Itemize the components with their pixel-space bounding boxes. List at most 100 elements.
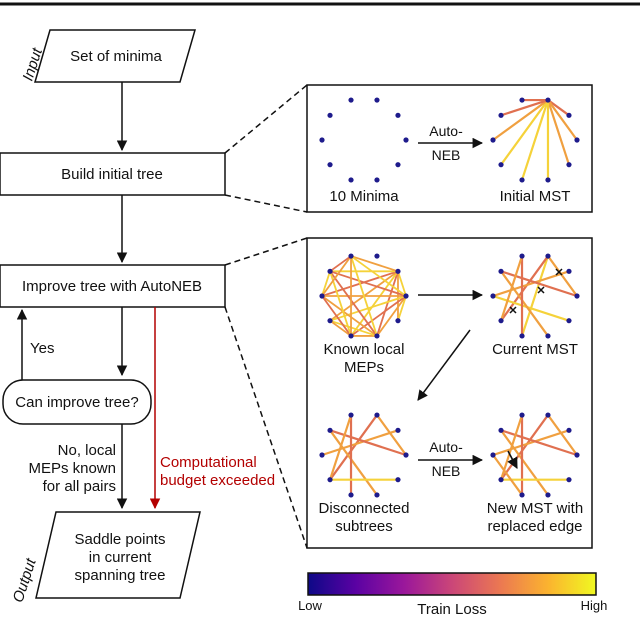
replaced-edge-arrow <box>507 450 518 469</box>
graph-node <box>319 293 325 299</box>
improve-tree-box <box>0 264 226 308</box>
new-mst-graph <box>490 412 580 498</box>
current-mst-caption: Current MST <box>492 341 578 358</box>
disconnected-caption-2: subtrees <box>335 518 393 535</box>
colorbar-high-label: High <box>581 598 608 613</box>
initial-mst-graph <box>490 97 580 183</box>
graph-edge <box>499 429 550 497</box>
graph-edge <box>397 270 407 297</box>
dashed-connector <box>224 84 308 154</box>
graph-edge <box>546 254 579 298</box>
known-meps-caption-1: Known local <box>324 341 405 358</box>
graph-node <box>395 427 401 433</box>
no-label-line-1: No, local <box>58 442 116 459</box>
yes-label: Yes <box>30 340 54 357</box>
graph-edge <box>329 319 352 337</box>
graph-edge <box>350 270 399 337</box>
graph-edge <box>375 413 408 457</box>
no-label-line-2: MEPs known <box>28 460 116 477</box>
graph-node <box>327 318 333 324</box>
graph-edge <box>499 270 579 298</box>
graph-node <box>498 427 504 433</box>
graph-edge <box>491 453 524 497</box>
graph-node <box>348 412 354 418</box>
graph-edge <box>350 255 378 337</box>
graph-node <box>374 177 380 183</box>
graph-node <box>395 318 401 324</box>
budget-label-line-1: Computational <box>160 454 257 471</box>
graph-edge <box>546 98 571 117</box>
graph-node <box>566 268 572 274</box>
disconnected-caption-1: Disconnected <box>319 500 410 517</box>
graph-node <box>374 412 380 418</box>
graph-edge <box>329 319 378 337</box>
graph-node <box>498 162 504 168</box>
graph-edge <box>520 254 550 338</box>
saddle-label-line-1: Saddle points <box>75 531 166 548</box>
ten-minima-graph <box>319 97 409 183</box>
new-mst-caption-1: New MST with <box>487 500 583 517</box>
graph-edge <box>499 98 550 117</box>
graph-node <box>566 112 572 118</box>
graph-node <box>403 452 409 458</box>
graph-node <box>327 112 333 118</box>
graph-node <box>348 253 354 259</box>
graph-edge <box>499 429 579 457</box>
no-label-line-3: for all pairs <box>43 478 116 495</box>
budget-label-line-2: budget exceeded <box>160 472 275 489</box>
graph-edge <box>350 295 407 337</box>
graph-edge <box>546 98 579 142</box>
graph-node <box>490 452 496 458</box>
autoneb-top-line-1: Auto- <box>429 123 463 139</box>
can-improve-label: Can improve tree? <box>15 394 138 411</box>
graph-edge <box>321 270 331 297</box>
graph-node <box>498 477 504 483</box>
set-of-minima-box <box>34 29 196 83</box>
autoneb-top-line-2: NEB <box>432 147 461 163</box>
graph-edge <box>499 254 524 322</box>
known-meps-caption-2: MEPs <box>344 359 384 376</box>
arrow-current-to-disconnected <box>417 329 471 401</box>
graph-node <box>566 162 572 168</box>
build-tree-box <box>0 152 226 196</box>
graph-node <box>348 97 354 103</box>
graph-node <box>374 492 380 498</box>
colorbar-low-label: Low <box>298 598 322 613</box>
graph-node <box>545 253 551 259</box>
graph-node <box>566 318 572 324</box>
removed-edge-mark <box>537 286 545 294</box>
graph-node <box>327 477 333 483</box>
graph-node <box>545 492 551 498</box>
graph-edge <box>329 270 378 337</box>
graph-node <box>574 293 580 299</box>
graph-edge <box>376 270 399 337</box>
graph-node <box>395 112 401 118</box>
graph-edge <box>546 413 579 457</box>
graph-edge <box>329 255 352 273</box>
graph-node <box>519 97 525 103</box>
graph-node <box>327 427 333 433</box>
graph-edge <box>328 413 379 481</box>
graph-node <box>348 492 354 498</box>
set-of-minima-label: Set of minima <box>70 48 162 65</box>
graph-edge <box>329 270 352 337</box>
initial-mst-caption: Initial MST <box>500 188 571 205</box>
graph-edge <box>499 98 550 166</box>
can-improve-box <box>2 379 152 425</box>
graph-node <box>519 492 525 498</box>
graph-node <box>395 162 401 168</box>
removed-edge-mark <box>509 306 517 314</box>
graph-edge <box>329 270 407 297</box>
graph-edge <box>328 429 408 457</box>
graph-node <box>566 477 572 483</box>
graph-node <box>519 333 525 339</box>
saddle-label-line-2: in current <box>89 549 152 566</box>
graph-edge <box>321 295 352 337</box>
graph-edge <box>320 429 400 457</box>
disconnected-subtrees-graph <box>319 412 409 498</box>
graph-node <box>395 268 401 274</box>
graph-node <box>519 253 525 259</box>
graph-node <box>545 333 551 339</box>
graph-node <box>498 318 504 324</box>
current-mst-graph <box>490 253 580 339</box>
